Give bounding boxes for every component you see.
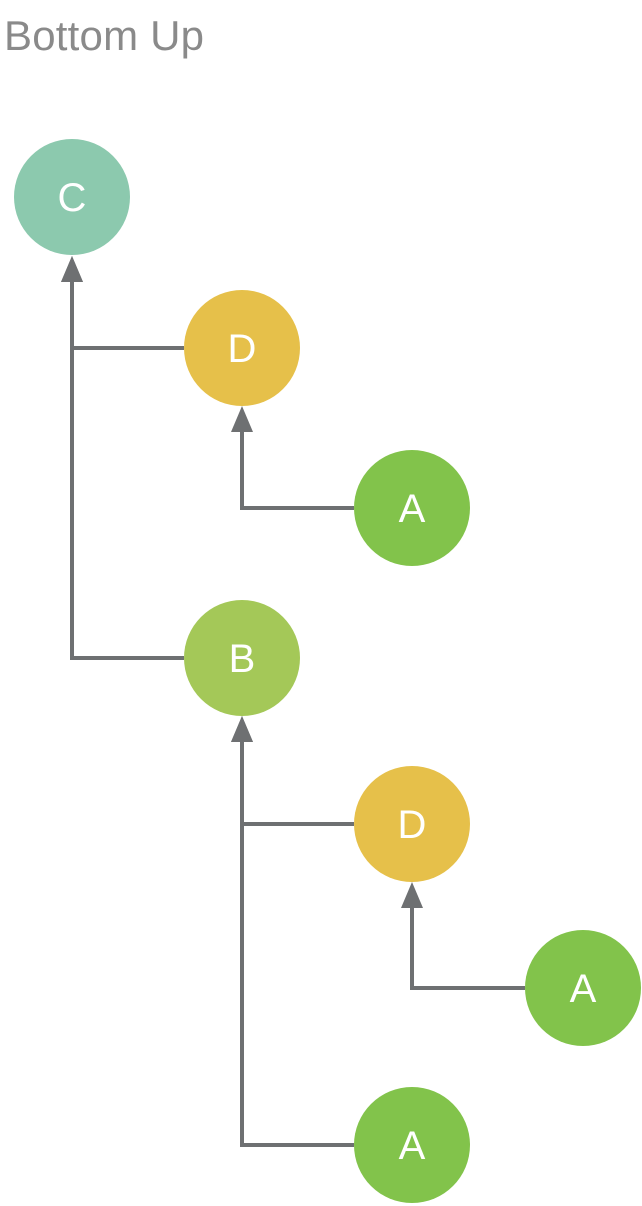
nodes-layer: C D A B D A A bbox=[14, 139, 641, 1203]
node-circle[interactable] bbox=[525, 930, 641, 1046]
edge-line bbox=[70, 268, 184, 660]
node-label: D bbox=[228, 327, 257, 371]
node-circle[interactable] bbox=[354, 450, 470, 566]
node-circle[interactable] bbox=[184, 290, 300, 406]
edge-b-mid-to-c-root bbox=[61, 256, 184, 660]
arrowhead-icon bbox=[401, 882, 423, 908]
node-label: A bbox=[399, 487, 426, 531]
node-label: A bbox=[399, 1124, 426, 1168]
node-label: D bbox=[398, 803, 427, 847]
graph-node-b-mid[interactable]: B bbox=[184, 600, 300, 716]
arrowhead-icon bbox=[231, 716, 253, 742]
arrowhead-icon bbox=[61, 256, 83, 282]
edges-layer bbox=[61, 256, 525, 1147]
edge-line bbox=[410, 894, 525, 990]
edge-line bbox=[70, 268, 184, 350]
graph-node-d-upper[interactable]: D bbox=[184, 290, 300, 406]
node-label: A bbox=[570, 967, 597, 1011]
graph-node-a-right[interactable]: A bbox=[525, 930, 641, 1046]
node-label: B bbox=[229, 637, 256, 681]
edge-d-lower-to-b-mid bbox=[231, 716, 354, 826]
node-circle[interactable] bbox=[14, 139, 130, 255]
graph-node-c-root[interactable]: C bbox=[14, 139, 130, 255]
edge-line bbox=[240, 728, 354, 826]
edge-d-upper-to-c-root bbox=[61, 256, 184, 350]
edge-line bbox=[240, 418, 354, 510]
node-label: C bbox=[58, 176, 87, 220]
node-circle[interactable] bbox=[354, 1087, 470, 1203]
node-circle[interactable] bbox=[184, 600, 300, 716]
graph-node-d-lower[interactable]: D bbox=[354, 766, 470, 882]
edge-line bbox=[240, 728, 354, 1147]
arrowhead-icon bbox=[231, 406, 253, 432]
edge-a-upper-to-d-upper bbox=[231, 406, 354, 510]
page-title: Bottom Up bbox=[4, 12, 205, 59]
node-circle[interactable] bbox=[354, 766, 470, 882]
graph-node-a-bottom[interactable]: A bbox=[354, 1087, 470, 1203]
graph-node-a-upper[interactable]: A bbox=[354, 450, 470, 566]
edge-a-right-to-d-lower bbox=[401, 882, 525, 990]
edge-a-bottom-to-b-mid bbox=[231, 716, 354, 1147]
